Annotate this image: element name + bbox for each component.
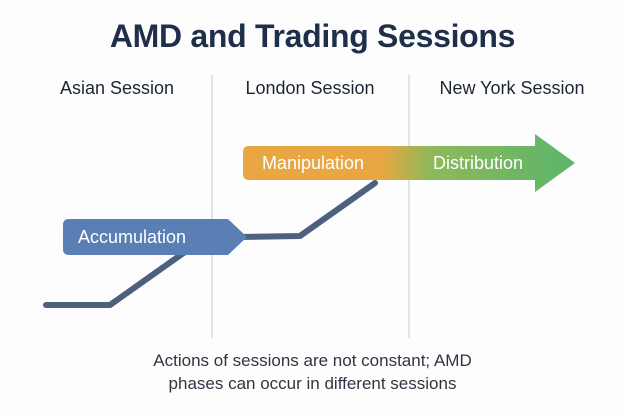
session-label-london: London Session xyxy=(245,78,375,98)
phase-label-accumulation: Accumulation xyxy=(78,227,187,247)
accumulation-arrow xyxy=(63,219,247,255)
phase-label-manipulation: Manipulation xyxy=(262,153,365,173)
phase-label-distribution: Distribution xyxy=(433,153,524,173)
page-title: AMD and Trading Sessions xyxy=(109,18,516,54)
manipulation-distribution-arrow xyxy=(243,134,575,192)
caption: Actions of sessions are not constant; AM… xyxy=(0,349,625,395)
caption-line-1: Actions of sessions are not constant; AM… xyxy=(153,351,472,370)
caption-line-2: phases can occur in different sessions xyxy=(168,374,457,393)
session-label-new-york: New York Session xyxy=(439,78,585,98)
session-label-asian: Asian Session xyxy=(59,78,175,98)
